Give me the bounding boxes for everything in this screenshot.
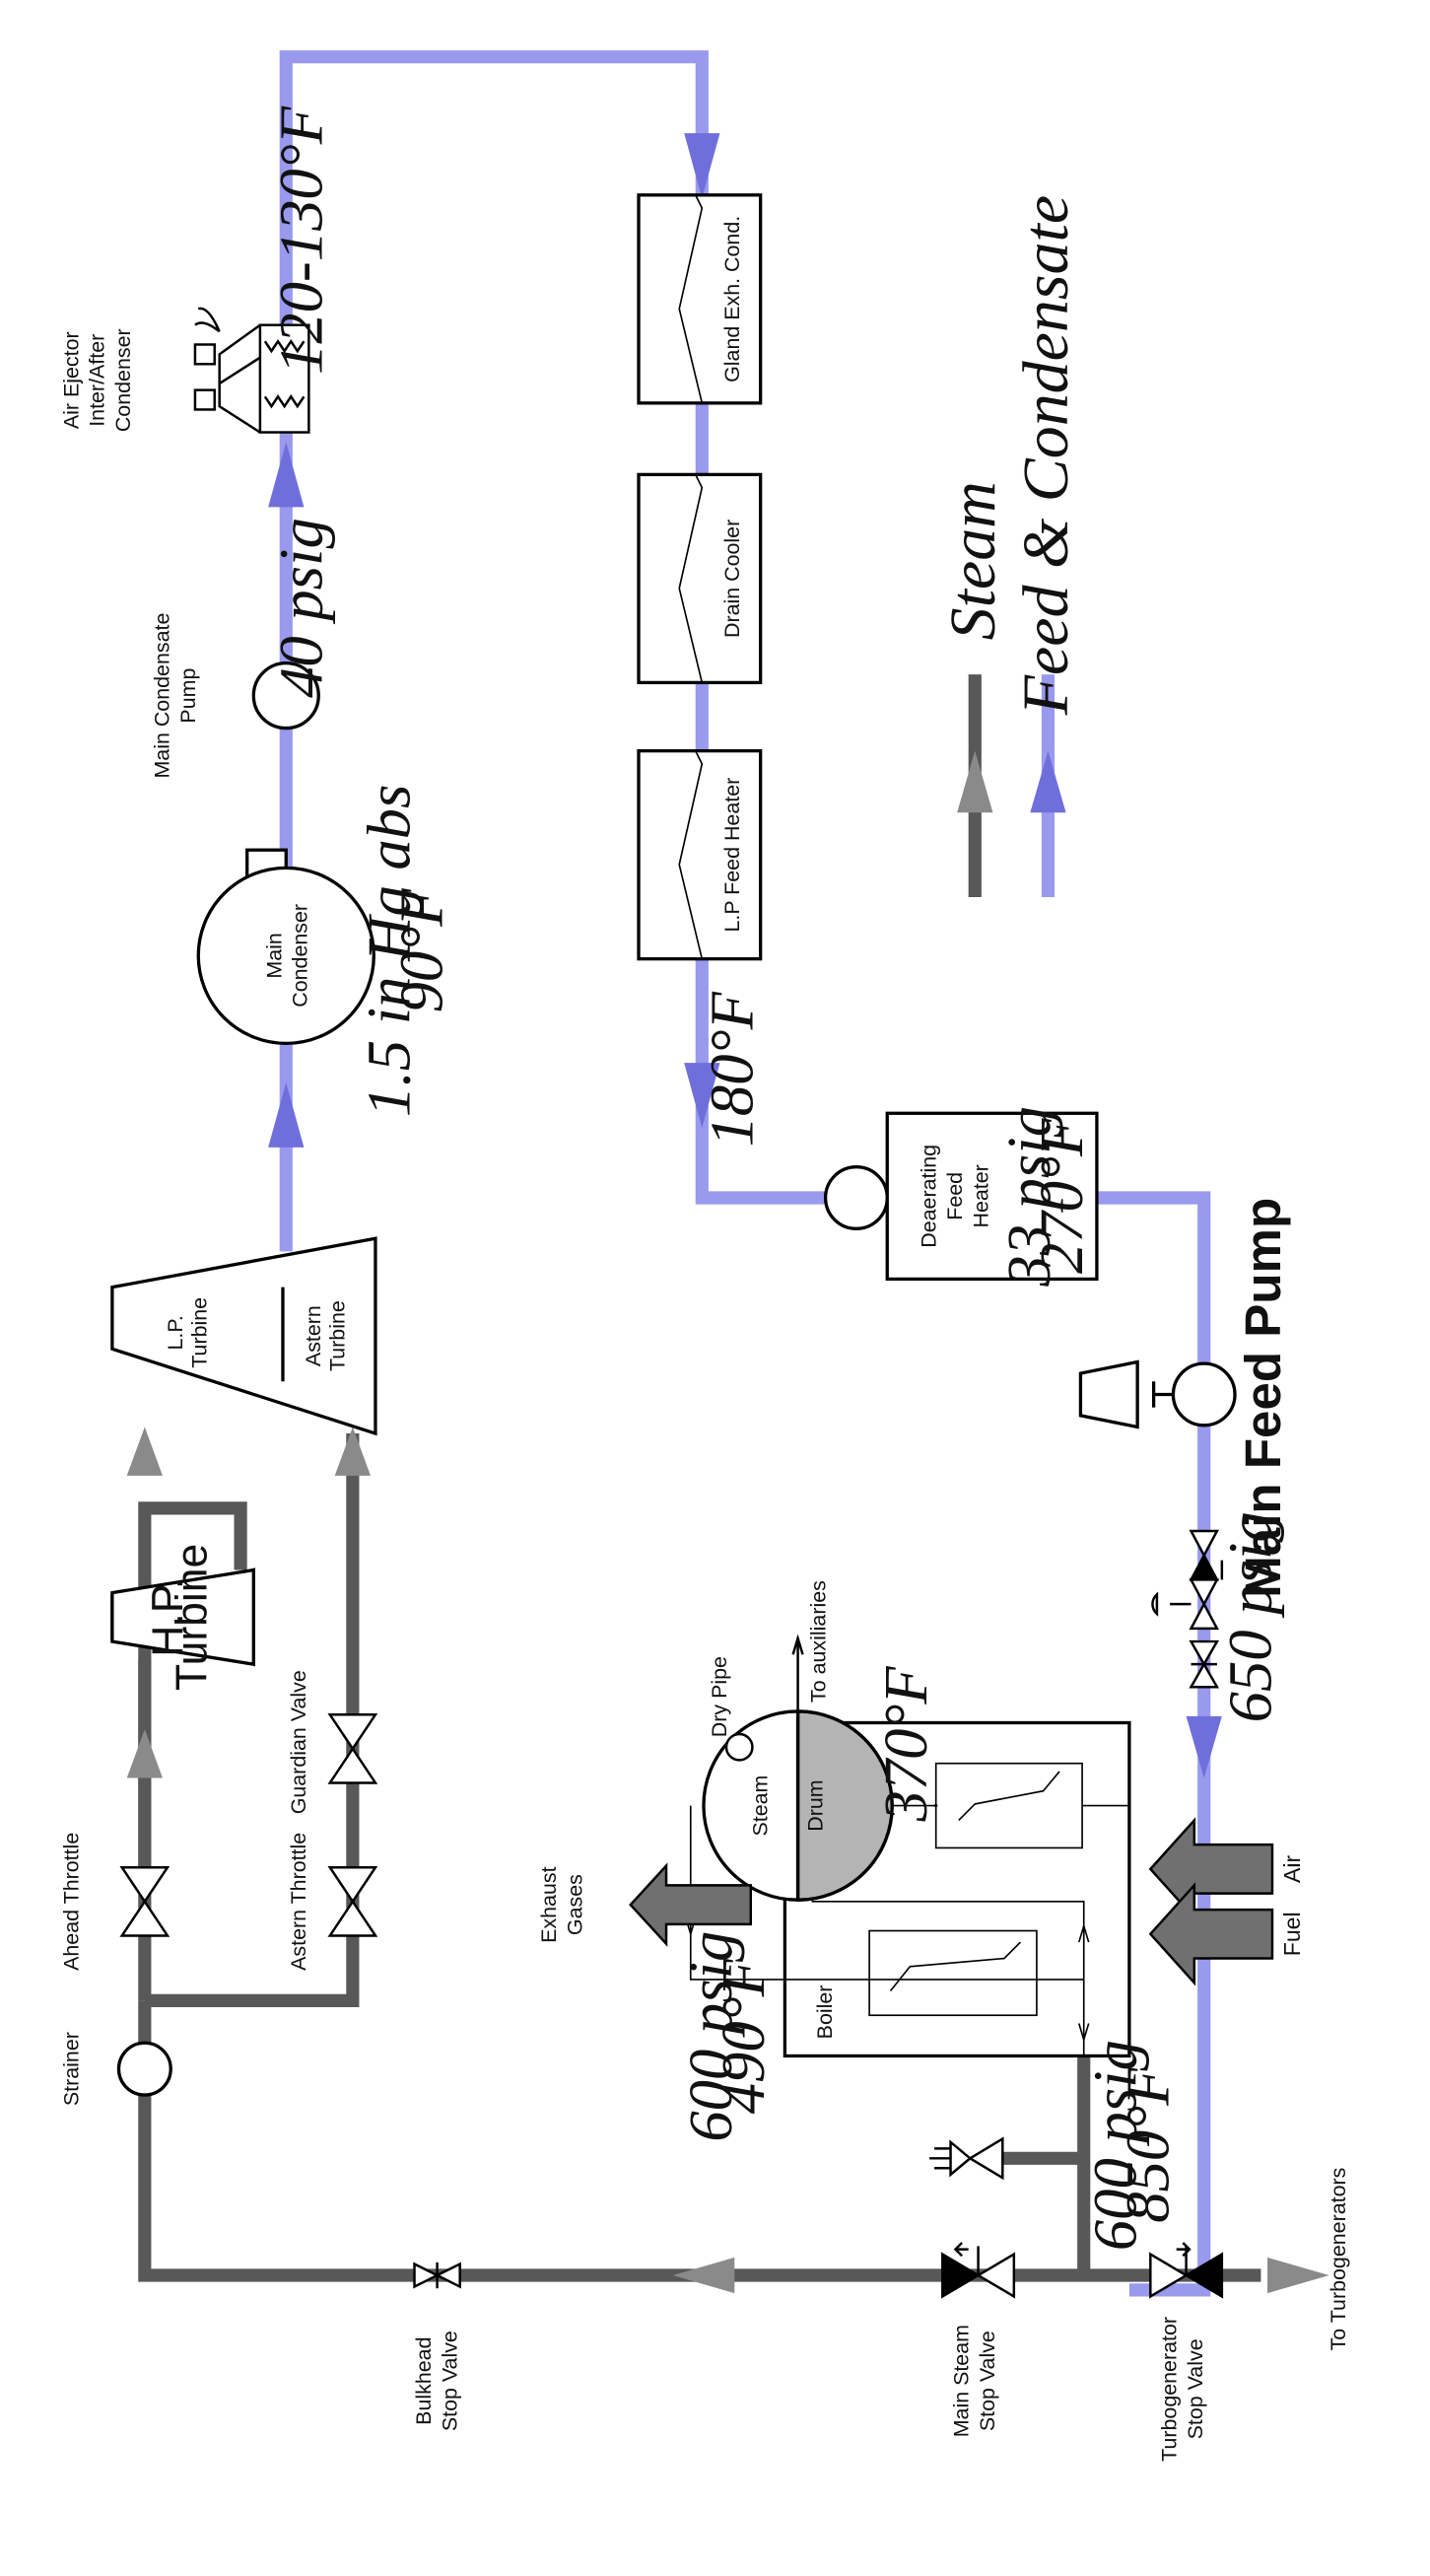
feed-pump-discharge-pressure: 650 psig: [1215, 1511, 1284, 1722]
turbogenerator-stop-valve: [1149, 2242, 1224, 2299]
bulkhead-stop-valve: [413, 2262, 461, 2289]
hp-turbine-label: H.P.Turbine: [144, 1544, 217, 1691]
steam-arrow-main-line: [672, 2257, 735, 2294]
legend-feed-label: Feed & Condensate: [1010, 195, 1082, 716]
steam-arrow-turbogen: [1267, 2257, 1329, 2294]
ahead-throttle-label: Ahead Throttle: [59, 1833, 83, 1971]
fuel-label: Fuel: [1279, 1912, 1305, 1956]
to-auxiliaries-label: To auxiliaries: [807, 1580, 831, 1703]
air-ejector: [193, 307, 310, 434]
dry-pipe-label: Dry Pipe: [708, 1656, 731, 1737]
feed-arrow-to-boiler: [1186, 1715, 1222, 1778]
main-condensate-pump: [251, 661, 320, 731]
to-turbogenerators-label: To Turbogenerators: [1327, 2168, 1350, 2351]
strainer-label: Strainer: [59, 2032, 83, 2106]
legend-steam-arrow: [957, 750, 993, 813]
economizer-outlet-temp: 370°F: [871, 1666, 940, 1823]
steam-drum-label: Steam: [748, 1775, 772, 1837]
steam-drum: [702, 1634, 894, 1902]
drum-steam-conditions: 600 psig490°F: [676, 1931, 778, 2142]
drum-label: Drum: [803, 1779, 827, 1831]
guardian-valve: [327, 1713, 378, 1784]
hp-turbine-body: [110, 1567, 255, 1667]
pump-discharge-pressure: 40 psig: [267, 518, 336, 698]
lp-feed-heater: [637, 748, 763, 961]
steam-arrow-astern: [334, 1427, 372, 1476]
lp-feed-heater-label: L.P Feed Heater: [720, 778, 744, 933]
exhaust-gases-arrow: [629, 1862, 753, 1947]
lp-turbine-body: [110, 1236, 377, 1436]
heater-outlet-temp: 180°F: [697, 991, 766, 1147]
deaerator-feed-pump: [823, 1165, 889, 1230]
legend-feed-arrow: [1030, 750, 1066, 813]
ahead-throttle-valve: [119, 1865, 170, 1937]
feed-pipe-turbine-to-ejector: [279, 50, 709, 1252]
air-label: Air: [1279, 1854, 1305, 1883]
feed-flow-arrows: [268, 133, 1222, 1778]
steam-arrow-lp: [126, 1427, 163, 1476]
superheater-outlet-conditions: 600 psig850°F: [1080, 2040, 1182, 2251]
gland-exh-cond-label: Gland Exh. Cond.: [720, 216, 744, 383]
feed-check-valves: [1151, 1529, 1224, 1689]
strainer: [116, 2041, 172, 2097]
main-steam-stop-valve: [941, 2242, 1016, 2299]
steam-pipe-astern-branch: [144, 1433, 360, 2007]
guardian-valve-label: Guardian Valve: [287, 1670, 310, 1814]
boiler-label: Boiler: [813, 1985, 837, 2040]
feed-pipe-heater-train: [695, 402, 833, 1205]
feed-arrow-to-condenser: [268, 1081, 305, 1148]
lp-turbine-label: L.P.Turbine: [164, 1297, 212, 1368]
steam-flow-arrows: [126, 1427, 1329, 2294]
legend-steam-label: Steam: [937, 481, 1009, 640]
condenser-conditions: 1.5 in Hg abs90°F: [355, 785, 456, 1118]
fuel-arrow: [1148, 1882, 1274, 1986]
drain-cooler-label: Drain Cooler: [720, 520, 744, 638]
deaerating-feed-heater: [885, 1111, 1099, 1282]
main-feed-pump-label: Main Feed Pump: [1235, 1198, 1291, 1598]
astern-turbine-label: AsternTurbine: [302, 1300, 350, 1371]
steam-arrow-hp: [126, 1729, 163, 1778]
main-feed-pump: [1078, 1359, 1237, 1429]
gland-exh-condenser: [637, 193, 763, 405]
ejector-outlet-temp: 120-130°F: [267, 105, 336, 375]
safety-valve: [929, 2136, 1004, 2181]
feed-arrow-to-ejector: [268, 442, 305, 508]
legend: Steam Feed & Condensate: [937, 195, 1082, 898]
astern-throttle-valve: [327, 1865, 378, 1937]
deaerator-conditions: 33 psig270°F: [994, 1106, 1096, 1288]
main-condenser: [196, 848, 375, 1046]
feed-arrow-to-gland-cond: [684, 133, 720, 199]
air-arrow: [1148, 1817, 1274, 1921]
astern-throttle-label: Astern Throttle: [287, 1833, 310, 1971]
drain-cooler: [637, 472, 763, 685]
feed-arrow-to-deaerator: [684, 1063, 720, 1129]
